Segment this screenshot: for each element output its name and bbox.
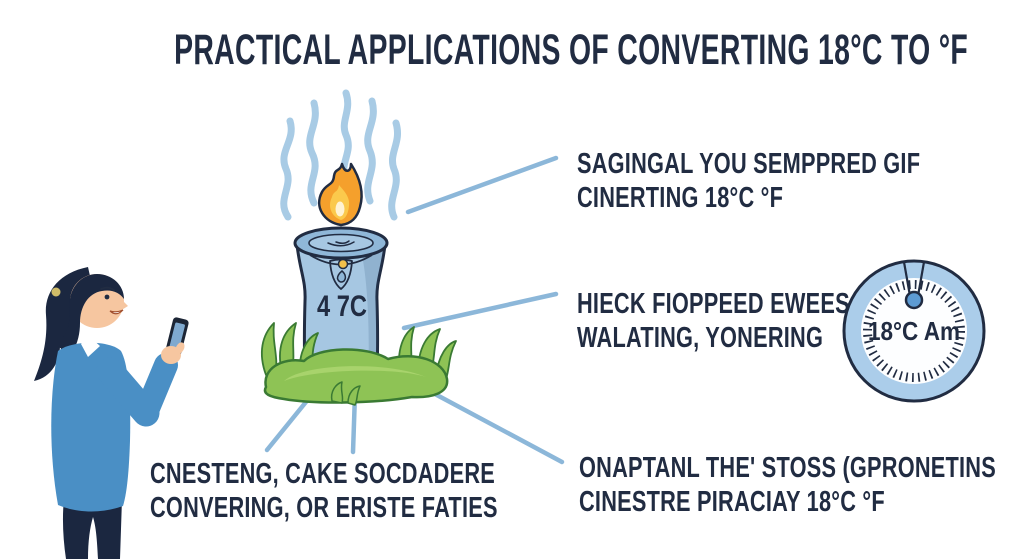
- candle-temperature-label: 4 7C: [317, 290, 367, 323]
- amber-dot: [337, 258, 349, 270]
- callout-top-right-line2: CINERTING 18°C °F: [577, 181, 784, 214]
- eyebrow: [100, 286, 115, 291]
- grass-highlight: [284, 366, 426, 381]
- gauge-ticks: [863, 280, 965, 382]
- connector-line-bottom-left: [264, 394, 313, 453]
- callout-bottom-left: CNESTENG, CAKE SOCDADERE CONVERING, OR E…: [150, 458, 498, 525]
- gauge-label: 18°C Am: [868, 316, 960, 346]
- smile: [109, 309, 124, 315]
- candle-shade: [362, 247, 384, 383]
- nose: [120, 299, 128, 311]
- callout-mid-right-line2: WALATING, YONERING: [577, 321, 824, 354]
- droplet-icon: [336, 270, 347, 283]
- gauge-needle-left: [902, 261, 912, 297]
- pants: [62, 499, 122, 559]
- callout-bottom-left-line2: CONVERING, OR ERISTE FATIES: [150, 491, 498, 524]
- callout-top-right: SAGINGAL YOU SEMPPRED GIF CINERTING 18°C…: [577, 148, 920, 215]
- page-title: PRACTICAL APPLICATIONS OF CONVERTING 18°…: [174, 26, 969, 74]
- gauge-needle-right: [916, 261, 926, 297]
- gauge-face: [861, 278, 967, 384]
- eye: [104, 294, 110, 300]
- callout-mid-right: HIECK FIOPPEED EWEES WALATING, YONERING: [577, 288, 850, 355]
- callout-bottom-right-line1: ONAPTANL THE' STOSS (GPRONETINS: [579, 452, 996, 484]
- connector-line-bottom-right: [417, 383, 565, 465]
- callout-mid-right-line1: HIECK FIOPPEED EWEES: [577, 288, 850, 320]
- flame-icon: [317, 162, 363, 227]
- callout-bottom-right: ONAPTANL THE' STOSS (GPRONETINS CINESTRE…: [579, 452, 996, 519]
- forearm: [134, 353, 178, 425]
- connector-line-mid-right: [401, 291, 559, 331]
- callout-bottom-right-line2: CINESTRE PIRACIAY 18°C °F: [579, 485, 885, 518]
- temperature-gauge-icon: 18°C Am: [842, 259, 986, 403]
- grass-mound: [263, 348, 449, 404]
- rim-swirl: [327, 240, 355, 247]
- candle-thermometer-illustration: 4 7C: [260, 89, 457, 406]
- woman-with-phone-illustration: [34, 267, 189, 559]
- callout-top-right-line1: SAGINGAL YOU SEMPPRED GIF: [577, 148, 921, 180]
- thumb: [175, 342, 185, 354]
- gauge-knob: [904, 290, 924, 310]
- connector-line-top-right: [405, 155, 559, 215]
- shirt-collar: [81, 335, 100, 357]
- grass-front-tufts: [330, 381, 361, 406]
- hair-tie: [51, 287, 61, 297]
- callout-bottom-left-line1: CNESTENG, CAKE SOCDADERE: [150, 458, 495, 490]
- hair-top: [58, 274, 124, 353]
